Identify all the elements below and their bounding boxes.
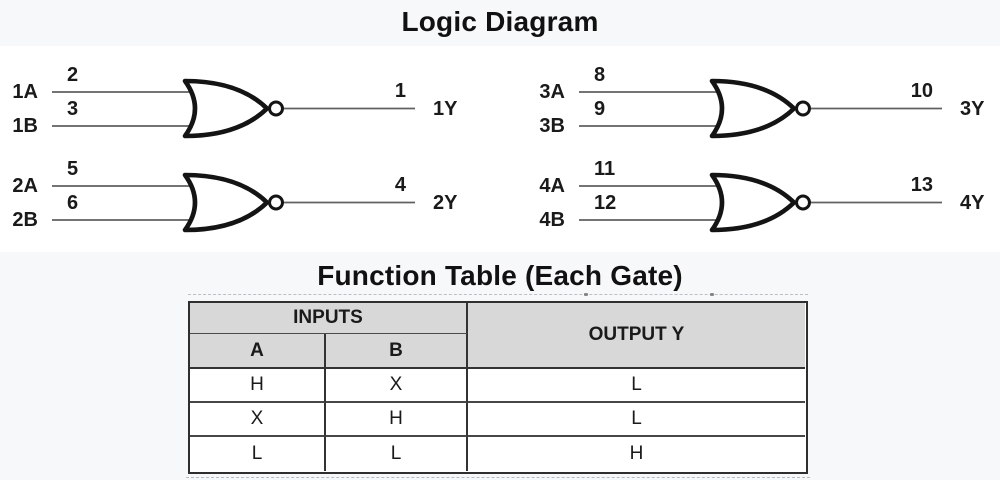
input-b-pin-number: 12	[594, 192, 617, 214]
input-b-pin-number: 3	[67, 98, 79, 120]
input-b-pin-number: 6	[67, 192, 79, 214]
nor-gate-3-symbol	[579, 78, 942, 139]
output-header-cell: OUTPUT Y	[468, 303, 805, 369]
input-b-pin-number: 9	[594, 98, 606, 120]
table-cell-b: X	[326, 369, 468, 403]
scan-artifact-dashed-line-bottom	[186, 477, 810, 478]
function-table: INPUTS OUTPUT Y A B H X L X H L L L H	[188, 301, 808, 474]
output-label: 4Y	[960, 192, 985, 214]
nor-gate-2-symbol	[52, 172, 415, 233]
nor-gate-4: 4A 4B 11 12 13 4Y	[527, 149, 1000, 249]
column-a-header-cell: A	[190, 334, 326, 369]
inversion-bubble-icon	[268, 100, 284, 117]
output-pin-number: 10	[910, 80, 933, 102]
nor-gate-2: 2A 2B 5 6 4 2Y	[0, 149, 473, 249]
output-pin-number: 4	[394, 174, 406, 196]
inversion-bubble-icon	[268, 194, 284, 211]
nor-gate-4-symbol	[579, 172, 942, 233]
output-label: 1Y	[433, 98, 458, 120]
table-cell-y: H	[468, 437, 805, 471]
input-a-pin-number: 8	[594, 64, 606, 86]
table-cell-b: H	[326, 403, 468, 437]
input-a-label: 3A	[539, 81, 565, 103]
output-label: 3Y	[960, 98, 985, 120]
output-pin-number: 1	[394, 80, 406, 102]
input-b-label: 4B	[539, 209, 565, 231]
function-table-title: Function Table (Each Gate)	[317, 260, 683, 291]
scan-artifact-dashed-line-top	[188, 294, 808, 295]
table-cell-a: X	[190, 403, 326, 437]
input-a-label: 2A	[12, 175, 38, 197]
inversion-bubble-icon	[795, 194, 811, 211]
or-gate-shape	[709, 172, 797, 233]
scan-artifact-dot	[710, 293, 714, 296]
output-pin-number: 13	[910, 174, 933, 196]
output-label: 2Y	[433, 192, 458, 214]
table-cell-b: L	[326, 437, 468, 471]
input-b-label: 2B	[12, 209, 38, 231]
nor-gate-1-symbol	[52, 78, 415, 139]
or-gate-shape	[709, 78, 797, 139]
input-a-pin-number: 2	[67, 64, 79, 86]
or-gate-shape	[182, 172, 270, 233]
input-b-label: 3B	[539, 115, 565, 137]
inputs-header-cell: INPUTS	[190, 303, 468, 334]
input-a-pin-number: 5	[67, 158, 79, 180]
scan-artifact-dot	[584, 293, 588, 296]
table-cell-a: L	[190, 437, 326, 471]
table-cell-y: L	[468, 369, 805, 403]
input-a-label: 1A	[12, 81, 38, 103]
table-cell-a: H	[190, 369, 326, 403]
input-a-label: 4A	[539, 175, 565, 197]
input-a-pin-number: 11	[594, 158, 616, 180]
inversion-bubble-icon	[795, 100, 811, 117]
column-b-header-cell: B	[326, 334, 468, 369]
or-gate-shape	[182, 78, 270, 139]
nor-gate-1: 1A 1B 2 3 1 1Y	[0, 55, 473, 155]
logic-diagram-title: Logic Diagram	[401, 6, 599, 37]
nor-gate-3: 3A 3B 8 9 10 3Y	[527, 55, 1000, 155]
input-b-label: 1B	[12, 115, 38, 137]
table-cell-y: L	[468, 403, 805, 437]
top-background-band	[0, 0, 1000, 46]
